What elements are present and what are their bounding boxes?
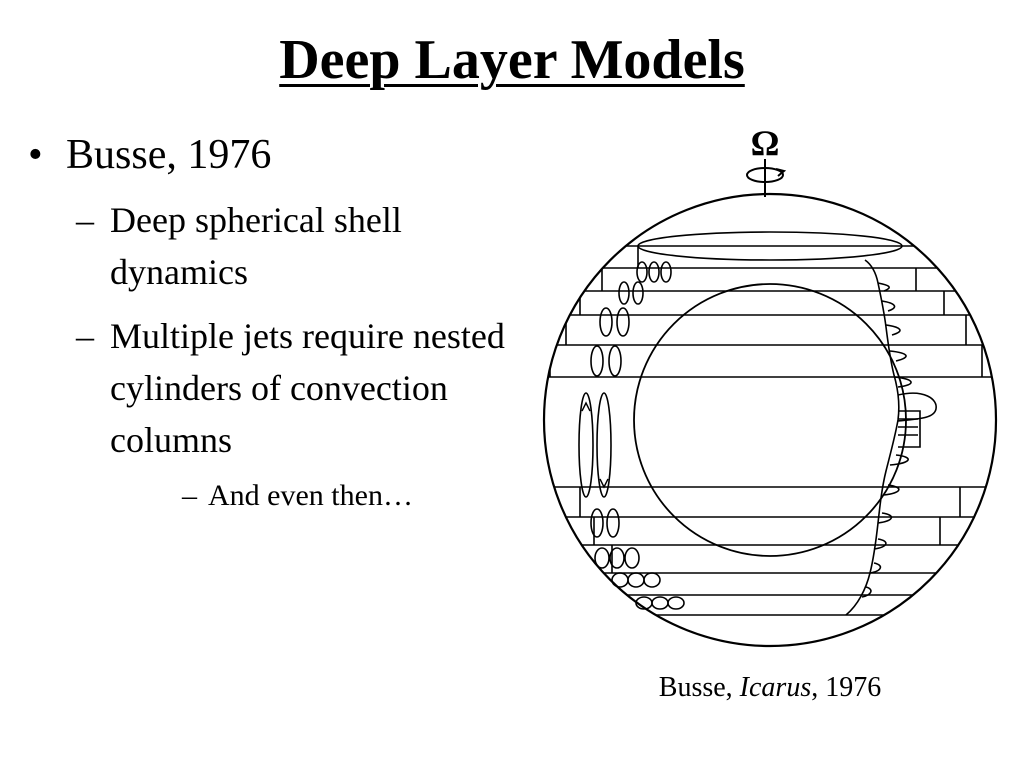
inner-core-sphere bbox=[633, 283, 907, 557]
sub-bullet-multiple-jets: – Multiple jets require nested cylinders… bbox=[28, 310, 508, 466]
sub-sub-bullet-text: And even then… bbox=[208, 479, 413, 512]
slide-title: Deep Layer Models bbox=[279, 29, 745, 91]
zonal-wind-profile bbox=[845, 259, 937, 616]
sub-bullet-marker: – bbox=[76, 200, 94, 240]
bullet-busse: • Busse, 1976 bbox=[28, 128, 508, 182]
figure-caption: Busse, Icarus, 1976 bbox=[520, 672, 1020, 704]
rotation-axis-icon bbox=[746, 159, 787, 197]
sub-bullet-marker: – bbox=[76, 316, 94, 356]
busse-convection-figure: Ω bbox=[542, 123, 998, 648]
sub-bullet-shell-dynamics: – Deep spherical shell dynamics bbox=[28, 194, 508, 298]
omega-rotation-label: Ω bbox=[751, 123, 780, 163]
bullet-marker: • bbox=[28, 132, 43, 178]
sub-sub-bullet-even-then: – And even then… bbox=[28, 476, 508, 516]
sub-sub-bullet-marker: – bbox=[182, 479, 197, 512]
sub-bullet-text: Deep spherical shell dynamics bbox=[110, 200, 402, 292]
bullet-text: Busse, 1976 bbox=[66, 132, 272, 178]
bullet-list: • Busse, 1976 – Deep spherical shell dyn… bbox=[28, 128, 508, 516]
caption-year: , 1976 bbox=[811, 672, 882, 703]
caption-journal: Icarus bbox=[739, 672, 812, 703]
convection-columns bbox=[578, 261, 685, 610]
outer-sphere bbox=[542, 192, 998, 648]
sub-bullet-text: Multiple jets require nested cylinders o… bbox=[110, 316, 505, 460]
caption-author: Busse, bbox=[658, 672, 740, 703]
